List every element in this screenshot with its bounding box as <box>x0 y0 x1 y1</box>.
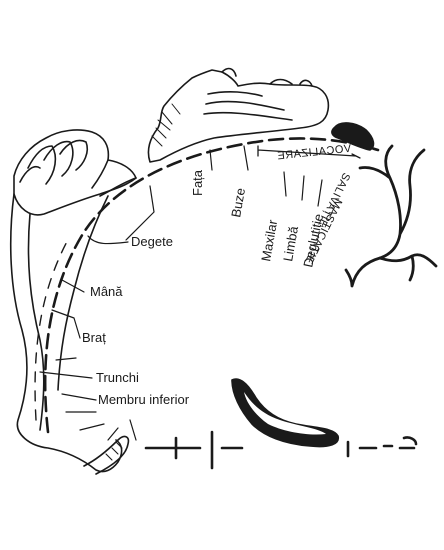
hand-outline <box>13 129 137 216</box>
brainstem-branches <box>344 144 438 288</box>
label-vocalizare: VOCALIZARE <box>276 143 352 163</box>
lip-lines <box>203 91 293 121</box>
pointer-fata <box>209 149 213 171</box>
label-membru-inferior: Membru inferior <box>98 392 190 407</box>
label-mana: Mână <box>90 284 123 299</box>
baseline-ticks <box>144 430 418 470</box>
cortex-arc <box>43 137 380 434</box>
pointer-trunchi <box>39 371 93 379</box>
pointer-degete <box>87 185 155 245</box>
pointer-mana <box>61 279 85 293</box>
arm-inner-line <box>57 195 109 391</box>
pointer-deglutitie <box>317 179 323 207</box>
pointer-buze <box>243 145 249 171</box>
label-limba: Limbă <box>280 224 301 262</box>
label-trunchi: Trunchi <box>96 370 139 385</box>
nose <box>221 67 313 87</box>
body-outline <box>9 193 123 473</box>
lower-wedge <box>231 378 339 448</box>
pointer-limba <box>301 175 305 201</box>
insula-mark <box>331 122 375 151</box>
label-brat: Braț <box>82 330 106 345</box>
pointer-maxilar <box>283 171 287 197</box>
label-fata: Fața <box>190 169 205 196</box>
head-profile <box>147 69 330 163</box>
label-buze: Buze <box>228 187 248 219</box>
face-shading <box>151 103 181 147</box>
forearm-fold <box>91 159 137 197</box>
label-degete: Degete <box>131 234 173 249</box>
lower-wedge-inner <box>244 392 326 435</box>
cortex-arc-inner <box>34 235 71 421</box>
label-maxilar: Maxilar <box>258 218 280 263</box>
torso-line <box>27 213 45 431</box>
foot <box>83 435 130 475</box>
finger-lines <box>19 139 89 185</box>
pointer-brat <box>51 309 81 361</box>
toe-lines <box>105 441 123 461</box>
vocalizare-bracket <box>257 145 361 159</box>
pointer-membru <box>61 393 137 441</box>
